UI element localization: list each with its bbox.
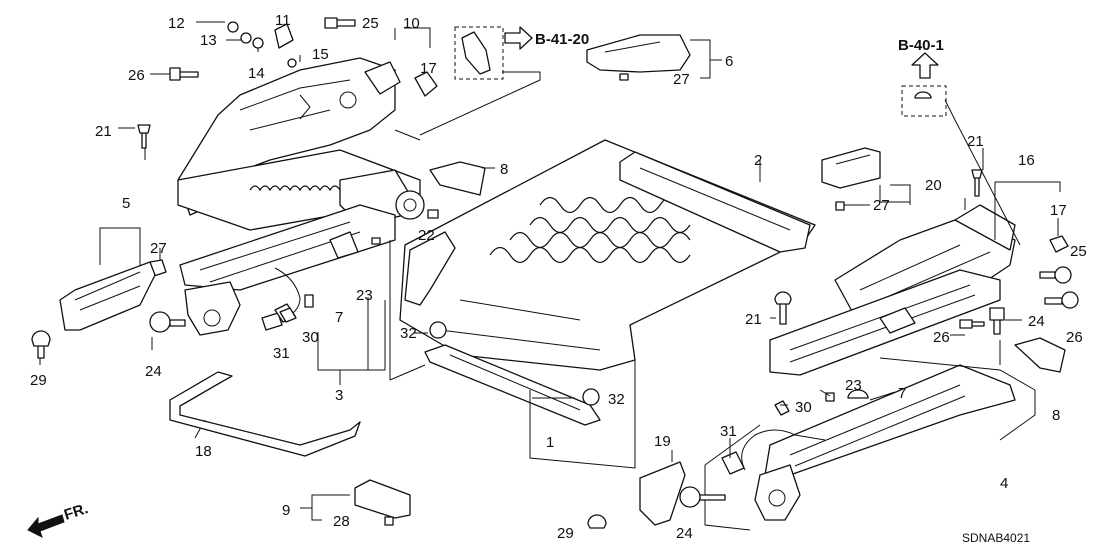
fasteners-left xyxy=(31,17,439,359)
callout-8: 8 xyxy=(1052,407,1060,424)
callout-22: 22 xyxy=(418,227,435,244)
callout-32: 32 xyxy=(608,391,625,408)
callout-26: 26 xyxy=(933,329,950,346)
callout-30: 30 xyxy=(302,329,319,346)
callout-15: 15 xyxy=(312,46,329,63)
fasteners-center xyxy=(429,291,792,406)
cover-6 xyxy=(586,34,691,73)
callout-numbers: 1 2 3 4 5 6 7 7 8 8 9 10 11 12 13 14 15 … xyxy=(30,12,1087,542)
callout-17: 17 xyxy=(1050,202,1067,219)
arrow-up-icon xyxy=(911,52,939,79)
callout-17: 17 xyxy=(420,60,437,77)
callout-28: 28 xyxy=(333,513,350,530)
front-arrow-icon xyxy=(27,514,65,538)
callout-31: 31 xyxy=(720,423,737,440)
callout-8: 8 xyxy=(500,161,508,178)
callout-2: 2 xyxy=(754,152,762,169)
callout-24: 24 xyxy=(1028,313,1045,330)
track-cover-19 xyxy=(639,461,686,526)
callout-14: 14 xyxy=(248,65,265,82)
callout-5: 5 xyxy=(122,195,130,212)
inner-cover-right xyxy=(1014,337,1066,373)
callout-23: 23 xyxy=(356,287,373,304)
callout-21: 21 xyxy=(745,311,762,328)
callout-21: 21 xyxy=(967,133,984,150)
fasteners-right xyxy=(587,169,1079,529)
callout-7: 7 xyxy=(335,309,343,326)
callout-9: 9 xyxy=(282,502,290,519)
reference-box-b40-1 xyxy=(901,85,947,117)
right-lower-rail xyxy=(704,357,1036,531)
callout-23: 23 xyxy=(845,377,862,394)
inner-cover-center xyxy=(429,161,486,196)
callout-11: 11 xyxy=(275,12,291,29)
callout-6: 6 xyxy=(725,53,733,70)
reference-box-b41-20 xyxy=(454,26,504,80)
reference-label-b40-1: B-40-1 xyxy=(898,37,944,54)
right-seat-adjuster xyxy=(769,204,1016,376)
callout-7: 7 xyxy=(898,385,906,402)
callout-21: 21 xyxy=(95,123,112,140)
callout-27: 27 xyxy=(873,197,890,214)
front-indicator: FR. xyxy=(62,500,90,524)
callout-12: 12 xyxy=(168,15,185,32)
diagram-code: SDNAB4021 xyxy=(962,531,1030,545)
reference-label-b41-20: B-41-20 xyxy=(535,31,589,48)
callout-32: 32 xyxy=(400,325,417,342)
leader-lines-right xyxy=(671,148,1061,462)
arrow-right-icon xyxy=(504,26,533,50)
left-seat-adjuster xyxy=(177,57,425,336)
height-adjust-bar xyxy=(169,371,361,457)
callout-26: 26 xyxy=(128,67,145,84)
callout-1: 1 xyxy=(546,434,554,451)
callout-27: 27 xyxy=(150,240,167,257)
callout-24: 24 xyxy=(676,525,693,542)
callout-3: 3 xyxy=(335,387,343,404)
callout-4: 4 xyxy=(1000,475,1008,492)
callout-18: 18 xyxy=(195,443,212,460)
callout-29: 29 xyxy=(30,372,47,389)
callout-25: 25 xyxy=(1070,243,1087,260)
callout-31: 31 xyxy=(273,345,290,362)
cover-20 xyxy=(821,147,881,189)
seat-side-cover-left xyxy=(59,261,156,331)
callout-13: 13 xyxy=(200,32,217,49)
callout-24: 24 xyxy=(145,363,162,380)
callout-16: 16 xyxy=(1018,152,1035,169)
callout-27: 27 xyxy=(673,71,690,88)
callout-10: 10 xyxy=(403,15,420,32)
callout-20: 20 xyxy=(925,177,942,194)
callout-29: 29 xyxy=(557,525,574,542)
callout-19: 19 xyxy=(654,433,671,450)
seat-cushion-frame xyxy=(389,139,816,469)
bracket-9 xyxy=(354,479,411,519)
callout-26: 26 xyxy=(1066,329,1083,346)
callout-30: 30 xyxy=(795,399,812,416)
callout-25: 25 xyxy=(362,15,379,32)
